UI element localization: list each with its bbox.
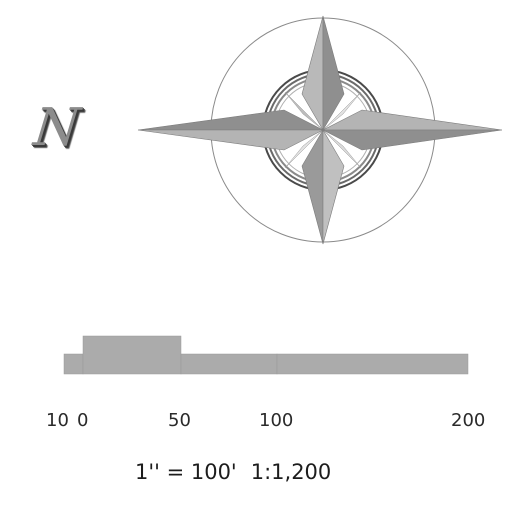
scale-bar-segment <box>82 335 182 375</box>
scale-tick-label: 0 <box>77 410 89 431</box>
scale-bar-segment <box>276 353 469 375</box>
scale-tick-label: 200 <box>451 410 486 431</box>
scale-bar <box>63 335 469 375</box>
north-label: N <box>30 98 81 158</box>
scale-ratio-fraction: 1:1,200 <box>250 460 332 484</box>
compass-main-points <box>137 15 503 245</box>
scale-bar-segment <box>63 353 84 375</box>
scale-ratio: 1'' = 100' 1:1,200 <box>135 462 331 483</box>
compass-diagonal-points <box>284 91 362 169</box>
compass-rose-icon <box>137 15 503 245</box>
scale-ratio-text: 1'' = 100' <box>135 460 237 484</box>
scale-tick-label: 50 <box>168 410 191 431</box>
scale-tick-label: 10 <box>46 410 69 431</box>
scale-tick-label: 100 <box>259 410 294 431</box>
scale-bar-segment <box>180 353 278 375</box>
